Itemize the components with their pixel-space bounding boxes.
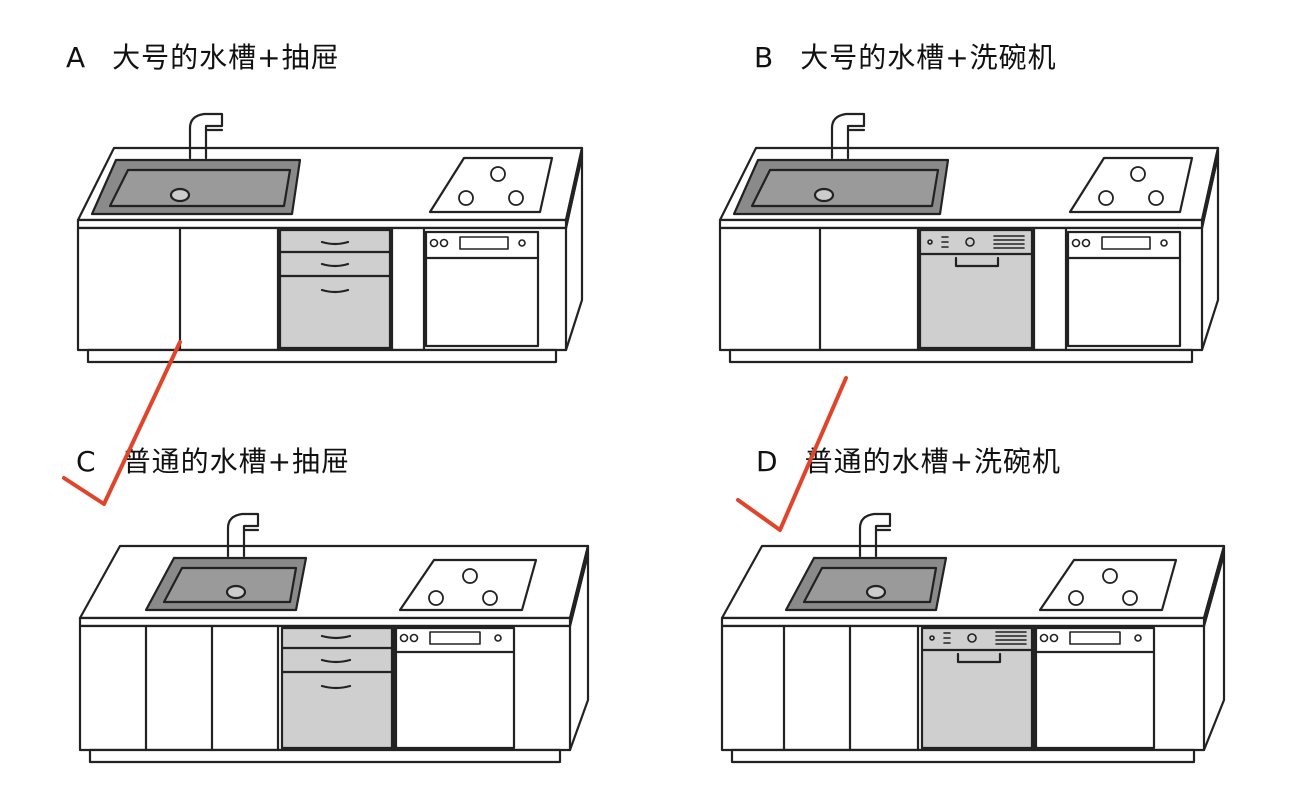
stove [1068, 156, 1194, 214]
kitchen-d-illustration [720, 512, 1226, 764]
option-a-title: 大号的水槽+抽屉 [112, 41, 340, 74]
option-a-letter: A [66, 41, 87, 74]
kitchen-option-b: B 大号的水槽+洗碗机 [648, 0, 1296, 400]
option-b-title: 大号的水槽+洗碗机 [800, 41, 1057, 74]
faucet [226, 512, 260, 558]
kitchen-c-illustration [78, 512, 590, 764]
kitchen-a-illustration [76, 112, 584, 364]
oven [1034, 626, 1156, 750]
oven [424, 230, 540, 348]
stove [398, 558, 538, 612]
oven [1066, 230, 1182, 348]
dishwasher [920, 626, 1034, 750]
drawer-stack [278, 228, 392, 350]
dishwasher [918, 228, 1034, 350]
kitchen-option-a: A 大号的水槽+抽屉 [0, 0, 648, 400]
oven [394, 626, 516, 750]
option-b-letter: B [754, 41, 775, 74]
option-a-caption: A 大号的水槽+抽屉 [66, 36, 340, 76]
stove [428, 156, 554, 214]
faucet [858, 512, 892, 558]
option-b-caption: B 大号的水槽+洗碗机 [754, 36, 1057, 76]
faucet [830, 112, 866, 160]
faucet [188, 112, 224, 160]
stove [1038, 558, 1178, 612]
kitchen-b-illustration [718, 112, 1220, 364]
